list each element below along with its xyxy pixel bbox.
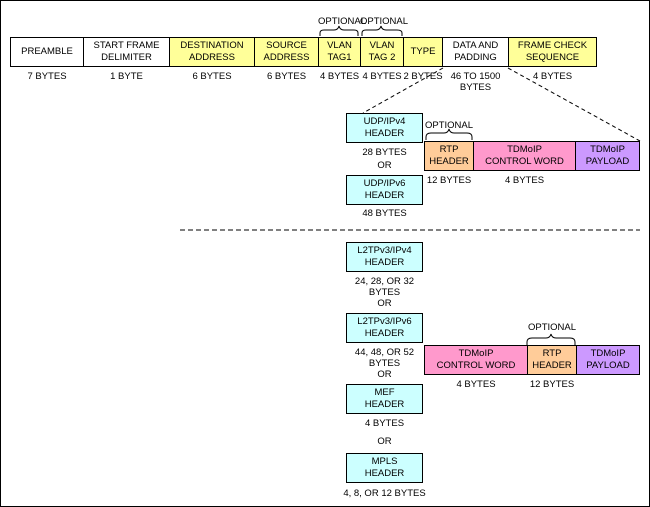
vlan-tag1-field: VLAN TAG1 (318, 37, 361, 67)
udp-payload: TDMoIP PAYLOAD (575, 141, 640, 171)
or-label-1: OR (377, 298, 392, 309)
udp-control-word: TDMoIP CONTROL WORD (473, 141, 576, 171)
vlan1-size: 4 BYTES (319, 71, 360, 82)
data-size: 46 TO 1500 BYTES (450, 71, 501, 93)
destination-address-field: DESTINATION ADDRESS (169, 37, 255, 67)
or-label-2: OR (377, 369, 392, 380)
start-frame-delimiter-field: START FRAME DELIMITER (83, 37, 170, 67)
mpls-header: MPLS HEADER (346, 453, 423, 483)
optional-brace-vlan1 (319, 25, 359, 36)
udp-ipv4-header: UDP/IPv4 HEADER (346, 113, 423, 143)
mef-size: 4 BYTES (364, 418, 405, 429)
optional-label-vlan2: OPTIONAL (360, 16, 409, 27)
vlan-tag2-field: VLAN TAG 2 (360, 37, 404, 67)
type-size: 2 BYTES (403, 71, 443, 82)
udp-cw-size: 4 BYTES (504, 175, 545, 186)
udp-or-label: OR (377, 160, 392, 171)
optional-brace-lower-rtp (526, 333, 576, 345)
lower-rtp-size: 12 BYTES (529, 379, 575, 390)
sfd-size: 1 BYTE (110, 71, 143, 82)
optional-label-vlan1: OPTIONAL (318, 16, 367, 27)
mef-header: MEF HEADER (346, 384, 423, 414)
source-size: 6 BYTES (266, 71, 307, 82)
or-label-3: OR (377, 436, 392, 447)
fcs-size: 4 BYTES (532, 71, 573, 82)
l2tpv3-ipv4-size: 24, 28, OR 32 BYTES (354, 276, 415, 298)
frame-check-sequence-field: FRAME CHECK SEQUENCE (508, 37, 597, 67)
lower-rtp-header: RTP HEADER (527, 345, 577, 375)
preamble-size: 7 BYTES (27, 71, 67, 82)
udp-rtp-size: 12 BYTES (426, 175, 472, 186)
lower-optional-label: OPTIONAL (527, 322, 577, 333)
lower-cw-size: 4 BYTES (456, 379, 496, 390)
udp-ipv6-size: 48 BYTES (362, 208, 407, 219)
l2tpv3-ipv4-header: L2TPv3/IPv4 HEADER (346, 242, 423, 272)
udp-rtp-header: RTP HEADER (424, 141, 474, 171)
data-padding-field: DATA AND PADDING (442, 37, 509, 67)
lower-control-word: TDMoIP CONTROL WORD (424, 345, 528, 375)
udp-ipv6-header: UDP/IPv6 HEADER (346, 175, 423, 205)
vlan2-size: 4 BYTES (362, 71, 402, 82)
l2tpv3-ipv6-size: 44, 48, OR 52 BYTES (354, 347, 415, 369)
optional-brace-vlan2 (361, 25, 403, 36)
destination-size: 6 BYTES (192, 71, 232, 82)
mpls-size: 4, 8, OR 12 BYTES (343, 488, 426, 499)
udp-ipv4-size: 28 BYTES (362, 147, 407, 158)
lower-payload: TDMoIP PAYLOAD (576, 345, 640, 375)
expansion-line-left (362, 67, 444, 114)
optional-brace-udp-rtp (425, 128, 473, 140)
preamble-field: PREAMBLE (10, 37, 84, 67)
l2tpv3-ipv6-header: L2TPv3/IPv6 HEADER (346, 313, 423, 343)
type-field: TYPE (403, 37, 443, 67)
source-address-field: SOURCE ADDRESS (254, 37, 319, 67)
udp-optional-label: OPTIONAL (424, 120, 474, 131)
